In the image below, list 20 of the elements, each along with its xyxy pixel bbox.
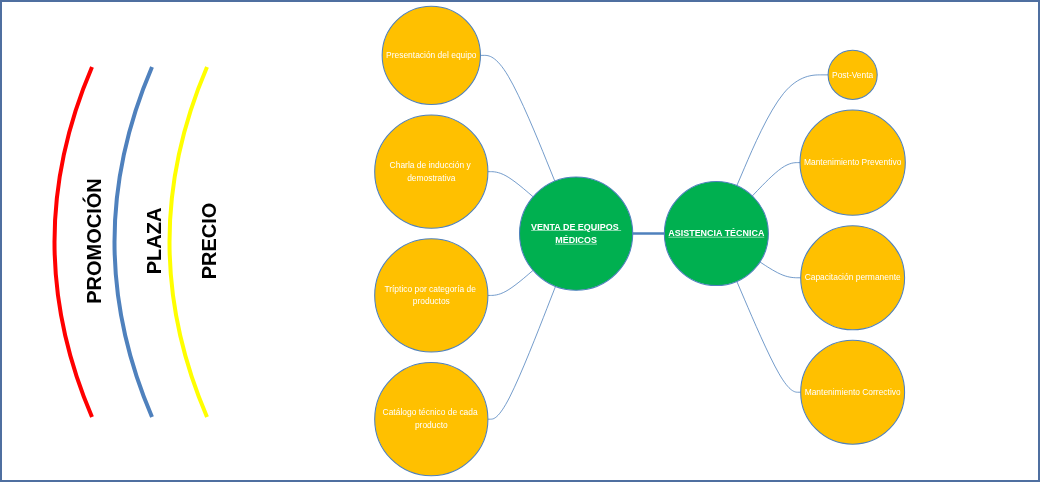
node-circle: Mantenimiento Correctivo [800, 339, 906, 445]
node-circle: ASISTENCIA TÉCNICA [663, 181, 769, 287]
connector [487, 269, 534, 296]
connector [487, 285, 556, 420]
connector [751, 162, 801, 197]
node-circle: Mantenimiento Preventivo [799, 109, 906, 216]
node-circle: VENTA DE EQUIPOS MÉDICOS [519, 176, 634, 291]
side-label: PLAZA [142, 207, 166, 275]
connector [736, 74, 829, 187]
side-label: PRECIO [197, 202, 221, 280]
node-circle: Tríptico por categoría de productos [374, 238, 489, 353]
side-label: PROMOCIÓN [82, 178, 106, 304]
node-circle: Capacitación permanente [800, 225, 906, 331]
connector [487, 171, 534, 198]
node-circle: Charla de inducción y demostrativa [374, 114, 489, 229]
connector [632, 232, 665, 235]
node-circle: Post-Venta [827, 49, 878, 100]
node-circle: Presentación del equipo [381, 5, 481, 106]
node-circle: Catálogo técnico de cada producto [374, 362, 489, 477]
connector [480, 54, 556, 182]
